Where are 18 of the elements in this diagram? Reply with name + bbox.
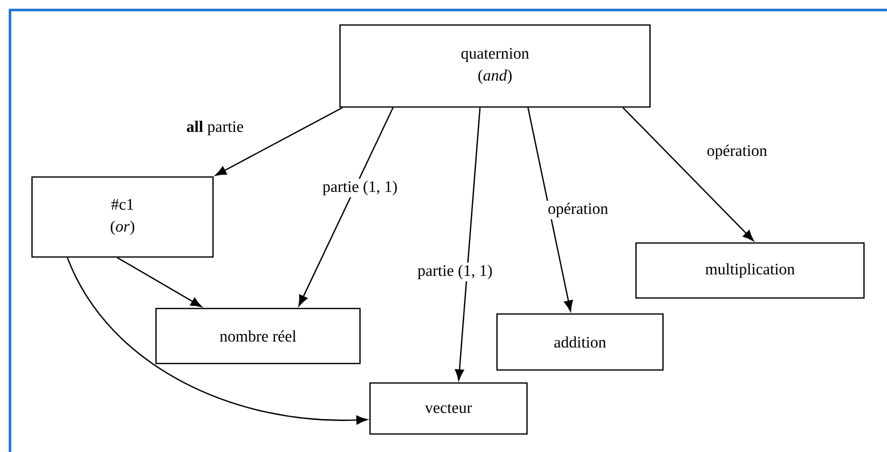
concept-box: addition (496, 313, 664, 371)
edge-label: all partie (184, 118, 246, 138)
edge-label: partie (1, 1) (320, 178, 400, 198)
arrow (622, 107, 754, 242)
concept-box: quaternion (and) (339, 24, 651, 108)
concept-box: vecteur (369, 382, 528, 435)
edge-label: opération (704, 142, 770, 162)
arrow (454, 108, 481, 380)
arrow (215, 107, 343, 176)
arrow (298, 107, 394, 306)
concept-box: nombre réel (155, 308, 361, 364)
arrow (66, 257, 368, 425)
arrow (117, 257, 202, 308)
edge-label: partie (1, 1) (415, 262, 495, 282)
edge-label: opération (546, 200, 610, 220)
concept-box: #c1 (or) (31, 176, 214, 258)
concept-box: multiplication (635, 242, 865, 299)
arrow (527, 108, 573, 312)
